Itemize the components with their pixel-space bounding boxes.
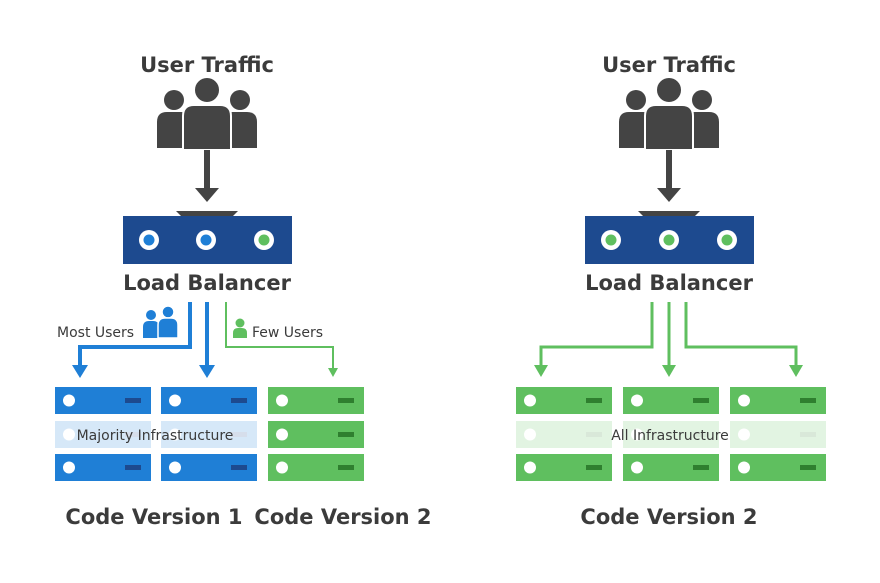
server-rack-green — [268, 387, 364, 481]
code-version-1-label: Code Version 1 — [65, 505, 242, 529]
users-group-icon — [618, 76, 720, 151]
left-traffic-title: User Traffic — [140, 53, 274, 77]
right-lb-label: Load Balancer — [585, 271, 754, 295]
majority-band-label: Majority Infrastructure — [77, 428, 234, 444]
left-diagram: User Traffic Load Balancer — [50, 53, 432, 529]
few-users-route — [225, 302, 338, 377]
all-users-routes — [534, 302, 803, 377]
few-users-label: Few Users — [252, 325, 323, 341]
users-group-icon — [156, 76, 258, 151]
left-lb-label: Load Balancer — [123, 271, 292, 295]
code-version-2-label-right: Code Version 2 — [580, 505, 757, 529]
most-users-label: Most Users — [57, 325, 134, 341]
traffic-arrow-head — [195, 188, 219, 202]
all-band-label: All Infrastructure — [611, 428, 729, 444]
right-traffic-title: User Traffic — [602, 53, 736, 77]
most-users-routes — [72, 302, 215, 378]
right-load-balancer — [585, 211, 754, 264]
user-pair-icon — [143, 305, 179, 339]
all-band — [511, 421, 831, 448]
code-version-2-label-left: Code Version 2 — [254, 505, 431, 529]
majority-band — [50, 421, 260, 448]
right-diagram: User Traffic Load Balancer — [511, 53, 831, 529]
traffic-arrow-head — [657, 188, 681, 202]
left-load-balancer — [123, 211, 292, 264]
user-single-icon — [233, 318, 247, 338]
